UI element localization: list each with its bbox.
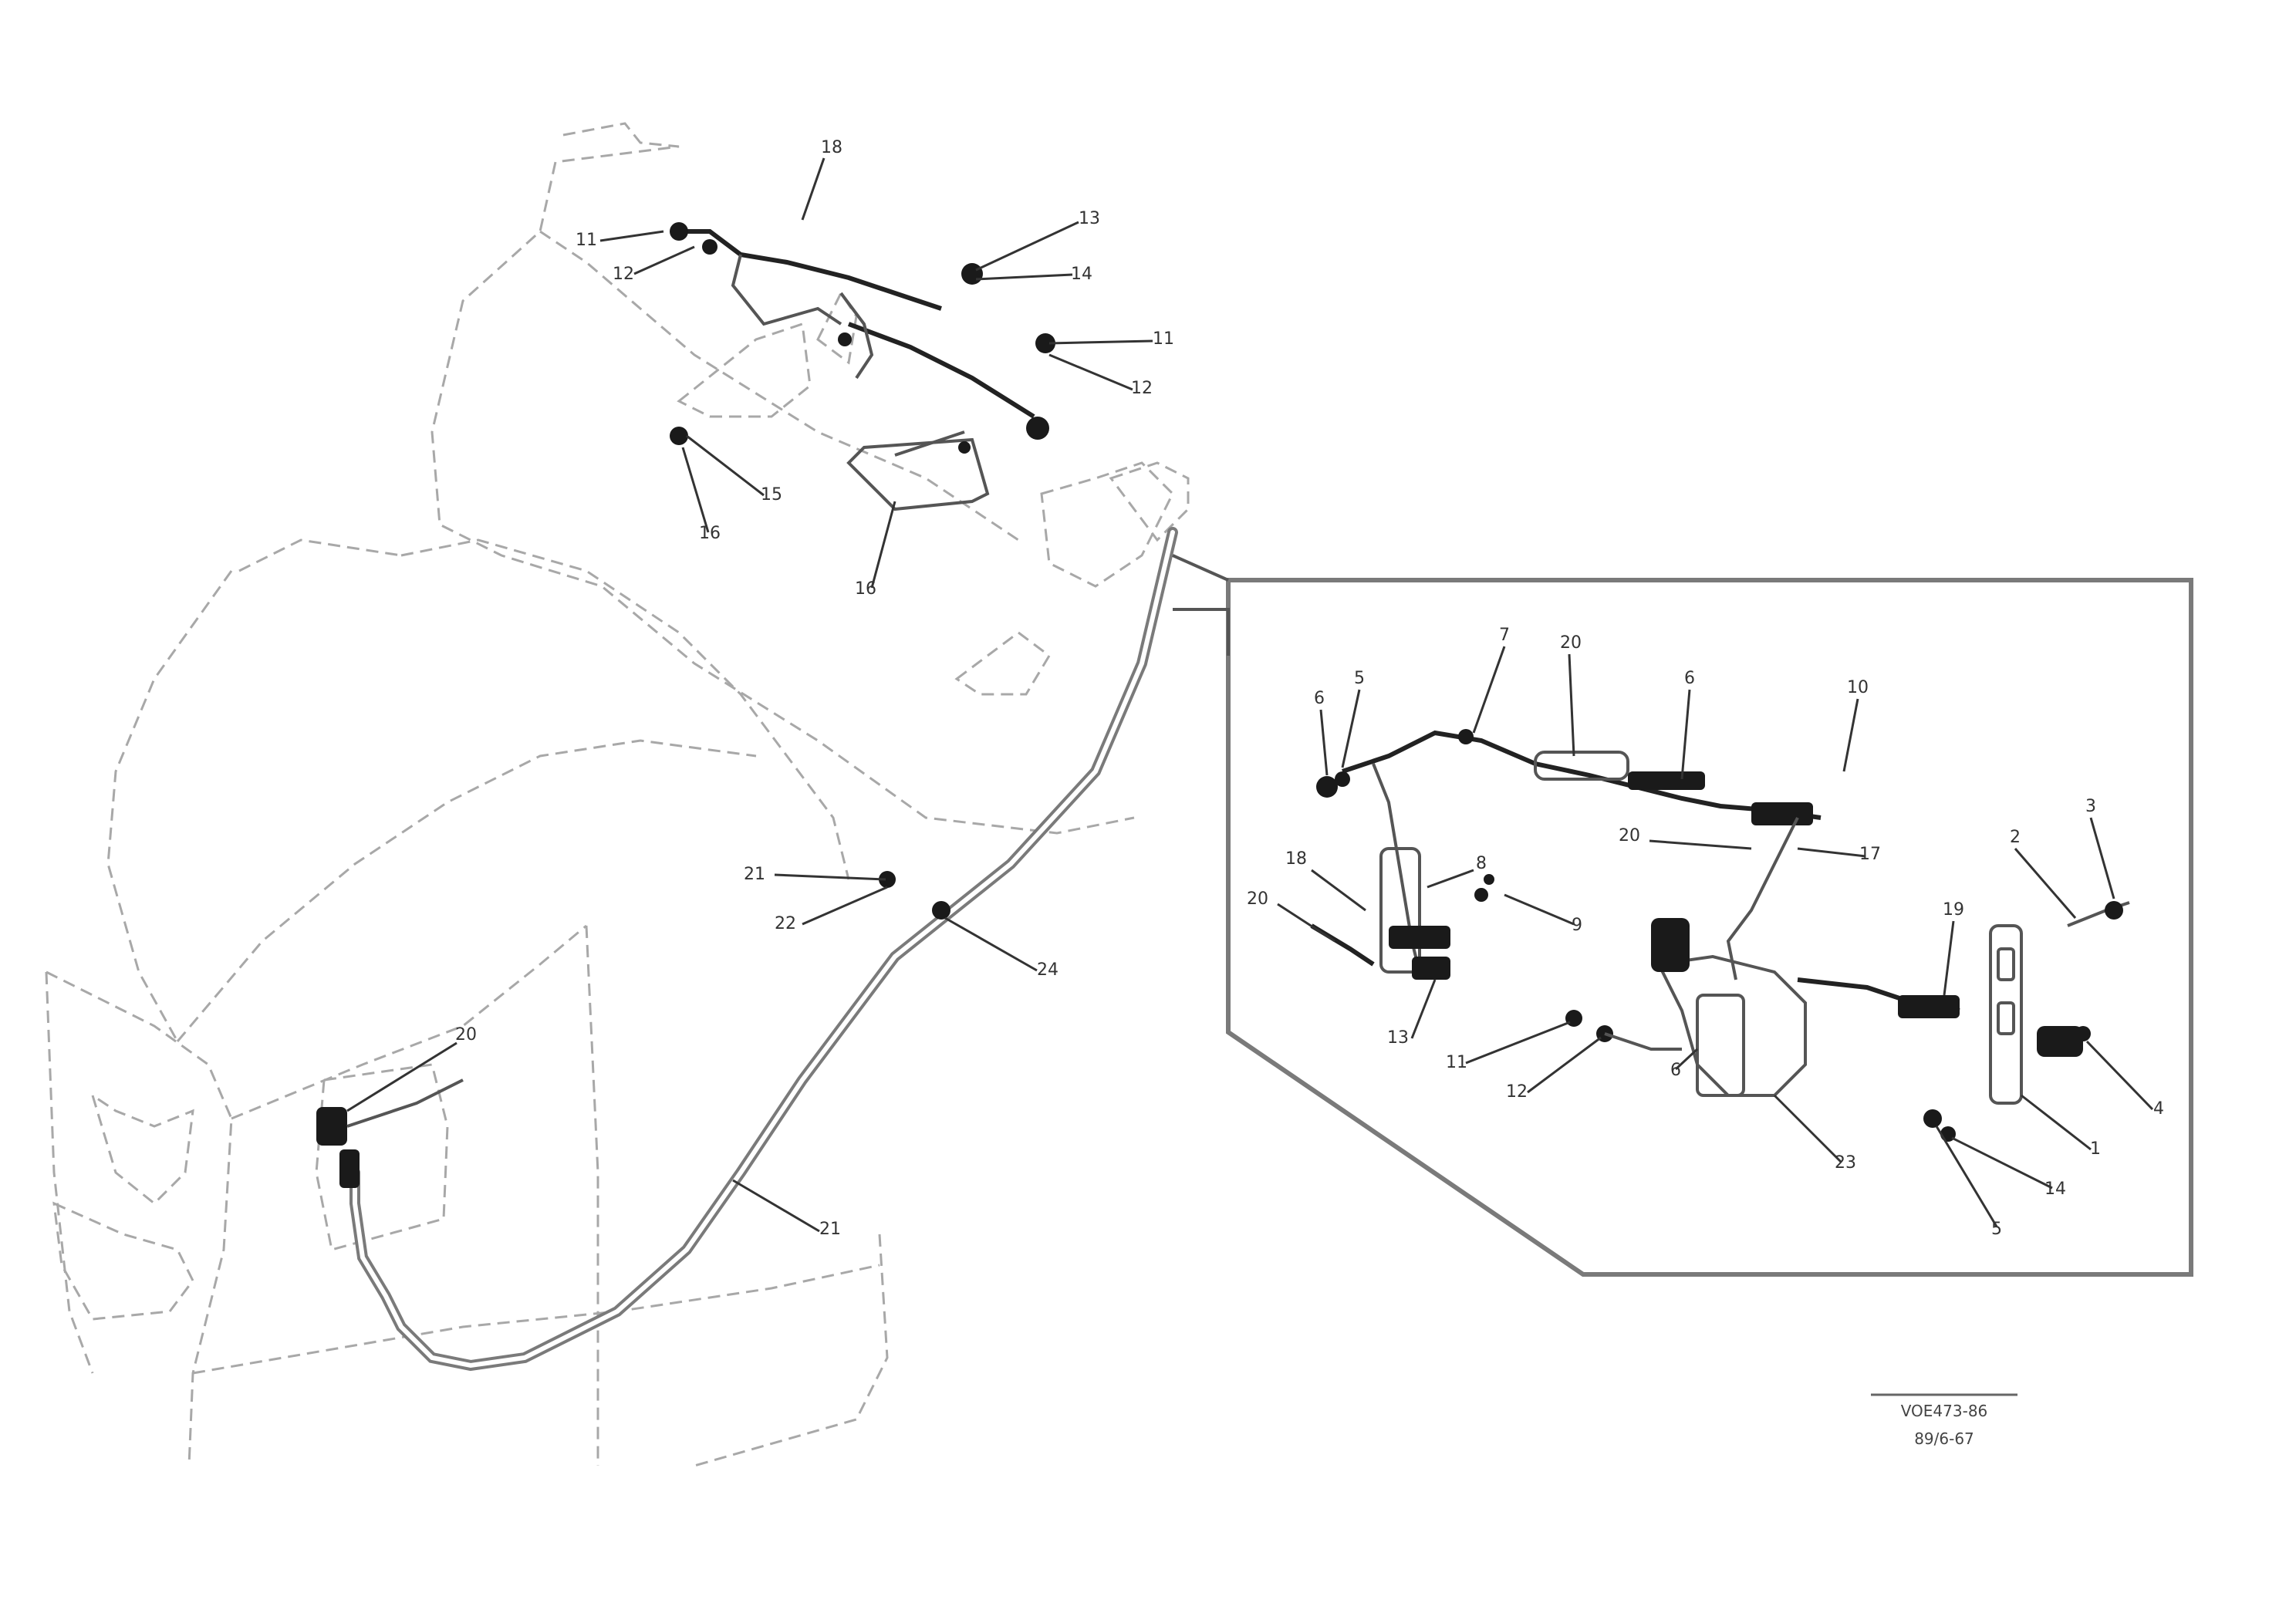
callout-label-detail-4: 6 [1684, 669, 1695, 688]
callout-label-detail-13: 3 [2085, 797, 2096, 816]
callout-label-detail-19: 23 [1835, 1153, 1856, 1173]
callout-label-detail-10: 8 [1476, 854, 1487, 873]
callout-label-detail-12: 2 [2010, 828, 2021, 847]
callout-label-main-4: 14 [1071, 265, 1092, 284]
callout-label-detail-17: 12 [1506, 1082, 1528, 1102]
callout-label-detail-16: 11 [1446, 1053, 1467, 1072]
callout-label-detail-1: 20 [1560, 633, 1582, 653]
callout-label-main-13: 20 [455, 1025, 477, 1045]
callout-label-main-14: 21 [819, 1220, 841, 1239]
callout-label-detail-20: 4 [2153, 1099, 2164, 1119]
machine-outline [45, 122, 1190, 1467]
callout-label-detail-5: 10 [1847, 678, 1869, 697]
callout-label-detail-3: 6 [1314, 689, 1325, 708]
reference-line-3: 89/6-67 [1914, 1429, 1974, 1448]
callout-label-main-12: 24 [1037, 960, 1059, 980]
callout-label-main-8: 16 [699, 524, 721, 543]
callout-label-detail-22: 14 [2044, 1180, 2066, 1199]
leader-lines [346, 157, 2154, 1233]
callout-label-detail-0: 7 [1499, 626, 1510, 645]
callout-label-detail-21: 1 [2090, 1139, 2101, 1159]
callout-label-main-5: 11 [1153, 329, 1174, 349]
callout-labels-main: 18 11 12 13 14 11 12 15 16 16 21 22 24 20 21 [455, 138, 1174, 1239]
callout-label-detail-23: 5 [1991, 1220, 2002, 1239]
callout-label-detail-9: 20 [1247, 889, 1268, 909]
detail-inset [1172, 554, 2193, 1277]
callout-label-main-9: 16 [855, 579, 876, 599]
callout-label-detail-8: 18 [1285, 849, 1307, 869]
callout-label-detail-6: 20 [1619, 826, 1640, 845]
callout-label-main-10: 21 [744, 865, 765, 884]
callout-label-main-6: 12 [1131, 379, 1153, 398]
callout-label-main-3: 13 [1079, 209, 1100, 228]
callout-label-main-1: 11 [576, 231, 597, 250]
reference-stamp: VOE473-86 89/6-67 [1871, 1393, 2017, 1448]
callout-label-detail-7: 17 [1859, 845, 1881, 864]
callout-label-detail-15: 13 [1387, 1028, 1409, 1048]
hydraulic-hose [316, 527, 1178, 1372]
callout-label-detail-11: 9 [1572, 916, 1582, 935]
callout-label-main-7: 15 [761, 485, 782, 505]
reference-line-2: VOE473-86 [1901, 1402, 1988, 1420]
callout-label-main-2: 12 [613, 265, 634, 284]
callout-label-detail-14: 19 [1943, 900, 1964, 920]
callout-label-main-11: 22 [775, 914, 796, 933]
callout-label-detail-18: 6 [1670, 1061, 1681, 1080]
callout-label-main-0: 18 [821, 138, 842, 157]
callout-label-detail-2: 5 [1354, 669, 1365, 688]
